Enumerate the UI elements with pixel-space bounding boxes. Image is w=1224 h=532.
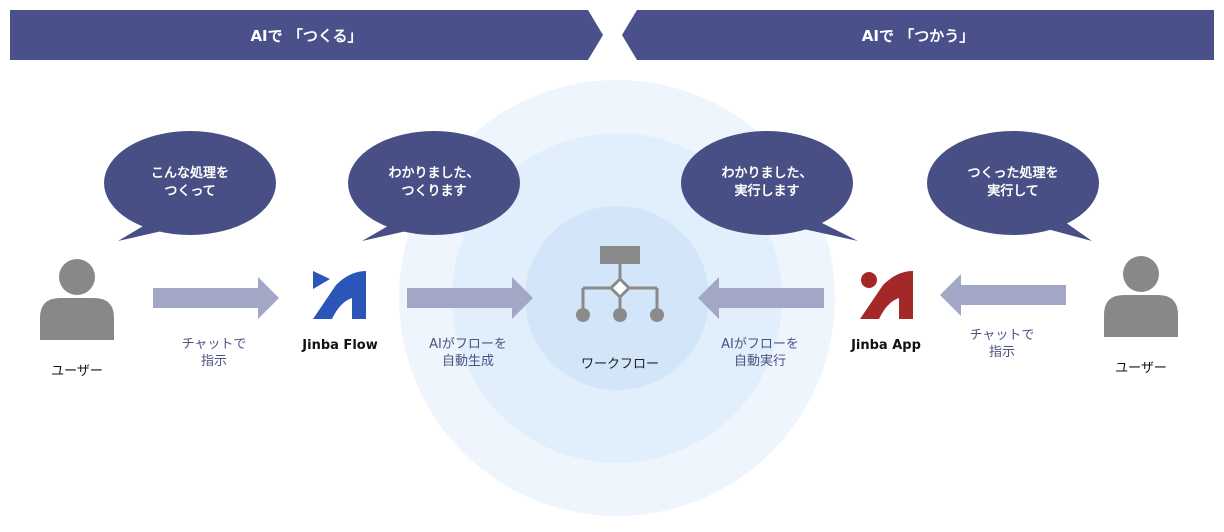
bubble-1-text: こんな処理を つくって: [110, 165, 270, 201]
user-icon: [1104, 256, 1178, 337]
caption-2-line2: 自動生成: [441, 354, 494, 369]
bubble-2-line1: わかりました、: [388, 166, 480, 181]
bubble-3-line1: わかりました、: [721, 166, 813, 181]
bubble-3-line2: 実行します: [734, 184, 800, 199]
banner-right-shape: [622, 10, 1214, 60]
caption-auto-execute: AIがフローを 自動実行: [700, 336, 820, 370]
user-right-label: ユーザー: [1115, 361, 1167, 376]
speech-bubble-4: [927, 131, 1099, 241]
arrow-right-1: [153, 277, 279, 319]
arrow-right-2: [407, 277, 533, 319]
user-icon: [40, 259, 114, 340]
circle-inner: [525, 206, 709, 390]
bubble-1-line2: つくって: [164, 184, 216, 199]
caption-chat-instruct-right: チャットで 指示: [942, 327, 1062, 361]
caption-4-line1: チャットで: [969, 328, 1035, 343]
caption-4-line2: 指示: [988, 345, 1015, 360]
jinba-flow-logo: [313, 271, 366, 319]
bubble-4-line1: つくった処理を: [967, 166, 1059, 181]
caption-1-line2: 指示: [200, 354, 227, 369]
caption-2-line1: AIがフローを: [429, 337, 507, 352]
caption-1-line1: チャットで: [181, 337, 247, 352]
caption-3-line1: AIがフローを: [721, 337, 799, 352]
workflow-icon: [576, 246, 664, 322]
speech-bubble-2: [348, 131, 520, 241]
jinba-app-logo: [860, 271, 913, 319]
speech-bubble-3: [681, 131, 858, 241]
jinba-flow-label: Jinba Flow: [302, 338, 378, 353]
caption-3-line2: 自動実行: [733, 354, 786, 369]
jinba-app-label: Jinba App: [851, 338, 921, 353]
caption-chat-instruct-left: チャットで 指示: [154, 336, 274, 370]
bubble-4-text: つくった処理を 実行して: [933, 165, 1093, 201]
banner-left-shape: [10, 10, 603, 60]
caption-auto-generate: AIがフローを 自動生成: [408, 336, 528, 370]
bubble-2-line2: つくります: [401, 184, 467, 199]
banner-left-text: AIで 「つくる」: [250, 27, 363, 45]
bubble-4-line2: 実行して: [987, 184, 1039, 199]
workflow-label: ワークフロー: [580, 357, 659, 372]
bubble-2-text: わかりました、 つくります: [354, 165, 514, 201]
banner-right-text: AIで 「つかう」: [861, 27, 975, 45]
user-left-label: ユーザー: [51, 364, 103, 379]
bubble-3-text: わかりました、 実行します: [687, 165, 847, 201]
bubble-1-line1: こんな処理を: [150, 166, 229, 181]
speech-bubble-1: [104, 131, 276, 241]
arrow-left-1: [698, 277, 824, 319]
arrow-left-2: [940, 274, 1066, 316]
